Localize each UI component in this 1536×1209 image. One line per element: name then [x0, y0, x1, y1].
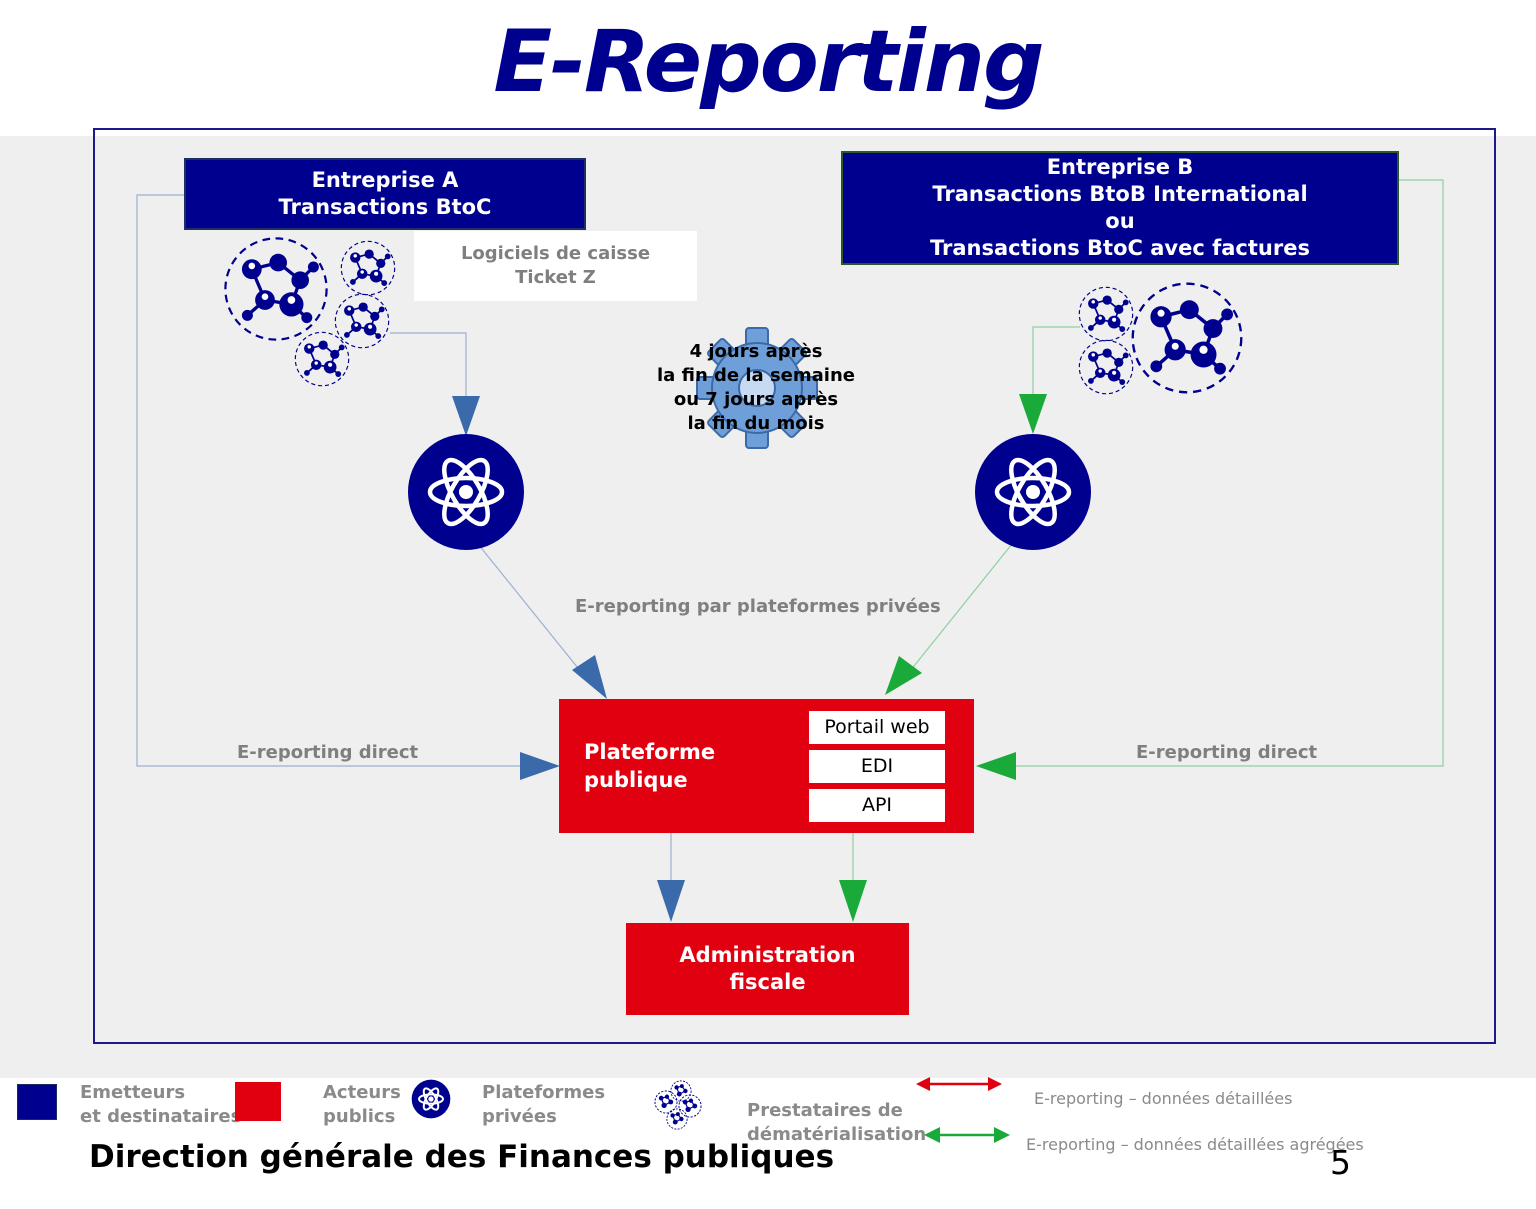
- arrow-to-atom-right: [1019, 394, 1047, 434]
- network-icon: [334, 293, 390, 349]
- administration-fiscale-box: Administration fiscale: [626, 923, 909, 1015]
- diagram-frame: [93, 128, 1496, 1044]
- legend-aggregated: E-reporting – données détaillées agrégée…: [1026, 1135, 1364, 1154]
- legend-text-line: Plateformes: [482, 1082, 606, 1103]
- page-number: 5: [1330, 1143, 1351, 1182]
- arrow-admin-green: [839, 880, 867, 922]
- admin-line: Administration: [679, 943, 856, 967]
- atom-icon: [408, 434, 524, 550]
- legend-text-line: Prestataires de: [747, 1100, 903, 1121]
- entreprise-a-subtitle: Transactions BtoC: [278, 195, 492, 219]
- plateforme-line: Plateforme: [584, 740, 716, 764]
- arrow-direct-right: [976, 752, 1016, 780]
- legend-swatch-navy: [17, 1084, 57, 1120]
- legend-emetteurs: Emetteurs et destinataires: [80, 1081, 241, 1129]
- entreprise-b-line: ou: [1105, 209, 1135, 233]
- network-icon: [1130, 281, 1244, 395]
- legend-arrow-green-right: [994, 1127, 1010, 1143]
- plateforme-publique-label: Plateforme publique: [584, 738, 715, 794]
- direct-left-label: E-reporting direct: [237, 742, 419, 763]
- legend-arrows: [916, 1077, 1010, 1143]
- logiciels-line: Logiciels de caisse: [460, 243, 651, 264]
- entreprise-b-box: Entreprise B Transactions BtoB Internati…: [841, 151, 1399, 265]
- network-icon: [1078, 339, 1134, 395]
- channel-edi: EDI: [809, 750, 945, 783]
- network-icon: [654, 1080, 702, 1130]
- footer-org-name: Direction générale des Finances publique…: [89, 1139, 835, 1175]
- legend-text-line: publics: [323, 1106, 396, 1127]
- logiciels-line: Ticket Z: [515, 267, 596, 288]
- entreprise-b-line: Entreprise B: [1046, 155, 1194, 179]
- gear-icon: [696, 327, 818, 449]
- legend-acteurs: Acteurs publics: [323, 1081, 401, 1129]
- atom-icon: [975, 434, 1091, 550]
- network-icon: [340, 240, 396, 296]
- legend-text-line: Acteurs: [323, 1082, 401, 1103]
- legend-arrow-green-left: [924, 1127, 940, 1143]
- channel-portail-web: Portail web: [809, 711, 945, 744]
- network-icon: [1078, 286, 1134, 342]
- arrow-admin-blue: [657, 880, 685, 922]
- diagram-background: [0, 136, 1536, 1078]
- legend-text-line: privées: [482, 1106, 557, 1127]
- legend-arrow-red-left: [916, 1077, 930, 1091]
- arrow-to-atom-left: [452, 396, 480, 436]
- network-icon: [223, 236, 329, 342]
- legend-prestataires: Prestataires de dématérialisation: [747, 1099, 926, 1147]
- private-platforms-label: E-reporting par plateformes privées: [575, 596, 941, 617]
- legend-text-line: dématérialisation: [747, 1124, 927, 1145]
- gear-note-line: ou 7 jours après: [673, 389, 839, 410]
- entreprise-a-box: Entreprise A Transactions BtoC: [184, 158, 586, 230]
- legend-arrow-red-right: [988, 1077, 1002, 1091]
- gear-note-line: 4 jours après: [689, 341, 823, 362]
- legend-text-line: et destinataires: [80, 1106, 242, 1127]
- admin-line: fiscale: [729, 970, 806, 994]
- arrow-left-platform: [572, 655, 607, 699]
- entreprise-a-title: Entreprise A: [311, 168, 459, 192]
- gear-note-line: la fin de la semaine: [657, 365, 855, 386]
- entreprise-b-line: Transactions BtoC avec factures: [930, 236, 1310, 260]
- gear-note-line: la fin du mois: [687, 413, 825, 434]
- direct-right-label: E-reporting direct: [1136, 742, 1318, 763]
- legend-plateformes: Plateformes privées: [482, 1081, 605, 1129]
- legend-text-line: Emetteurs: [80, 1082, 186, 1103]
- page-title: E-Reporting: [493, 12, 1044, 112]
- arrow-right-platform: [885, 656, 922, 695]
- network-icon: [294, 331, 350, 387]
- arrow-direct-left: [520, 752, 560, 780]
- channel-api: API: [809, 789, 945, 822]
- plateforme-line: publique: [584, 768, 688, 792]
- legend-detailed: E-reporting – données détaillées: [1034, 1089, 1293, 1108]
- logiciels-box: Logiciels de caisse Ticket Z: [414, 231, 697, 301]
- gear-note: 4 jours après la fin de la semaine ou 7 …: [640, 340, 872, 436]
- legend-swatch-red: [235, 1082, 281, 1121]
- atom-icon: [411, 1079, 451, 1119]
- entreprise-b-line: Transactions BtoB International: [932, 182, 1308, 206]
